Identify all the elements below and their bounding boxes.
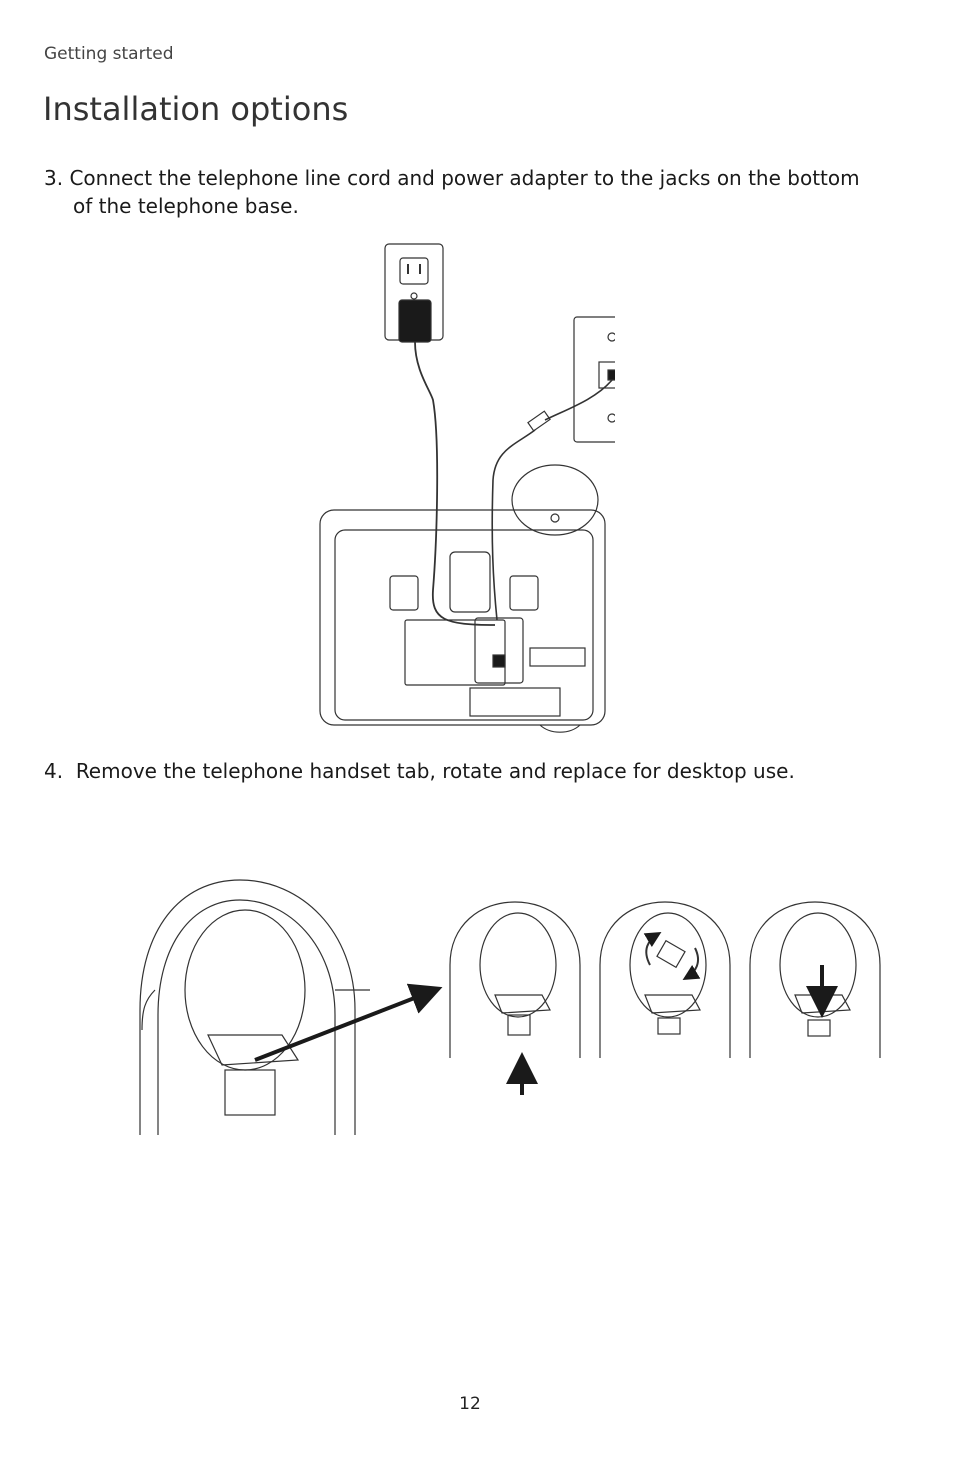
cradle-large: [139, 879, 370, 1135]
zoom-arrow: [254, 983, 443, 1062]
power-cord: [414, 341, 496, 626]
rotating-tab: [656, 939, 686, 969]
cradle-step-3: [749, 901, 881, 1058]
line-cord: [491, 379, 613, 621]
cradle-step-2: [599, 901, 731, 1058]
handset-tab-illustration: [139, 879, 881, 1135]
cradle-step-1: [449, 901, 581, 1058]
step-3-text-line2: of the telephone base.: [73, 194, 299, 218]
phone-wall-jack: [573, 316, 615, 443]
step-4: 4. Remove the telephone handset tab, rot…: [44, 757, 904, 785]
power-adapter: [398, 299, 432, 343]
section-label: Getting started: [44, 44, 174, 64]
step-4-text: Remove the telephone handset tab, rotate…: [75, 759, 795, 783]
step-3-text-line1: Connect the telephone line cord and powe…: [69, 166, 860, 190]
step-3-number: 3.: [44, 166, 64, 190]
base-connection-illustration: [319, 243, 615, 733]
page-number: 12: [459, 1394, 481, 1414]
telephone-base: [319, 509, 606, 726]
step-4-number: 4.: [44, 759, 64, 783]
step-3: 3. Connect the telephone line cord and p…: [44, 164, 904, 220]
page-title: Installation options: [43, 90, 349, 128]
